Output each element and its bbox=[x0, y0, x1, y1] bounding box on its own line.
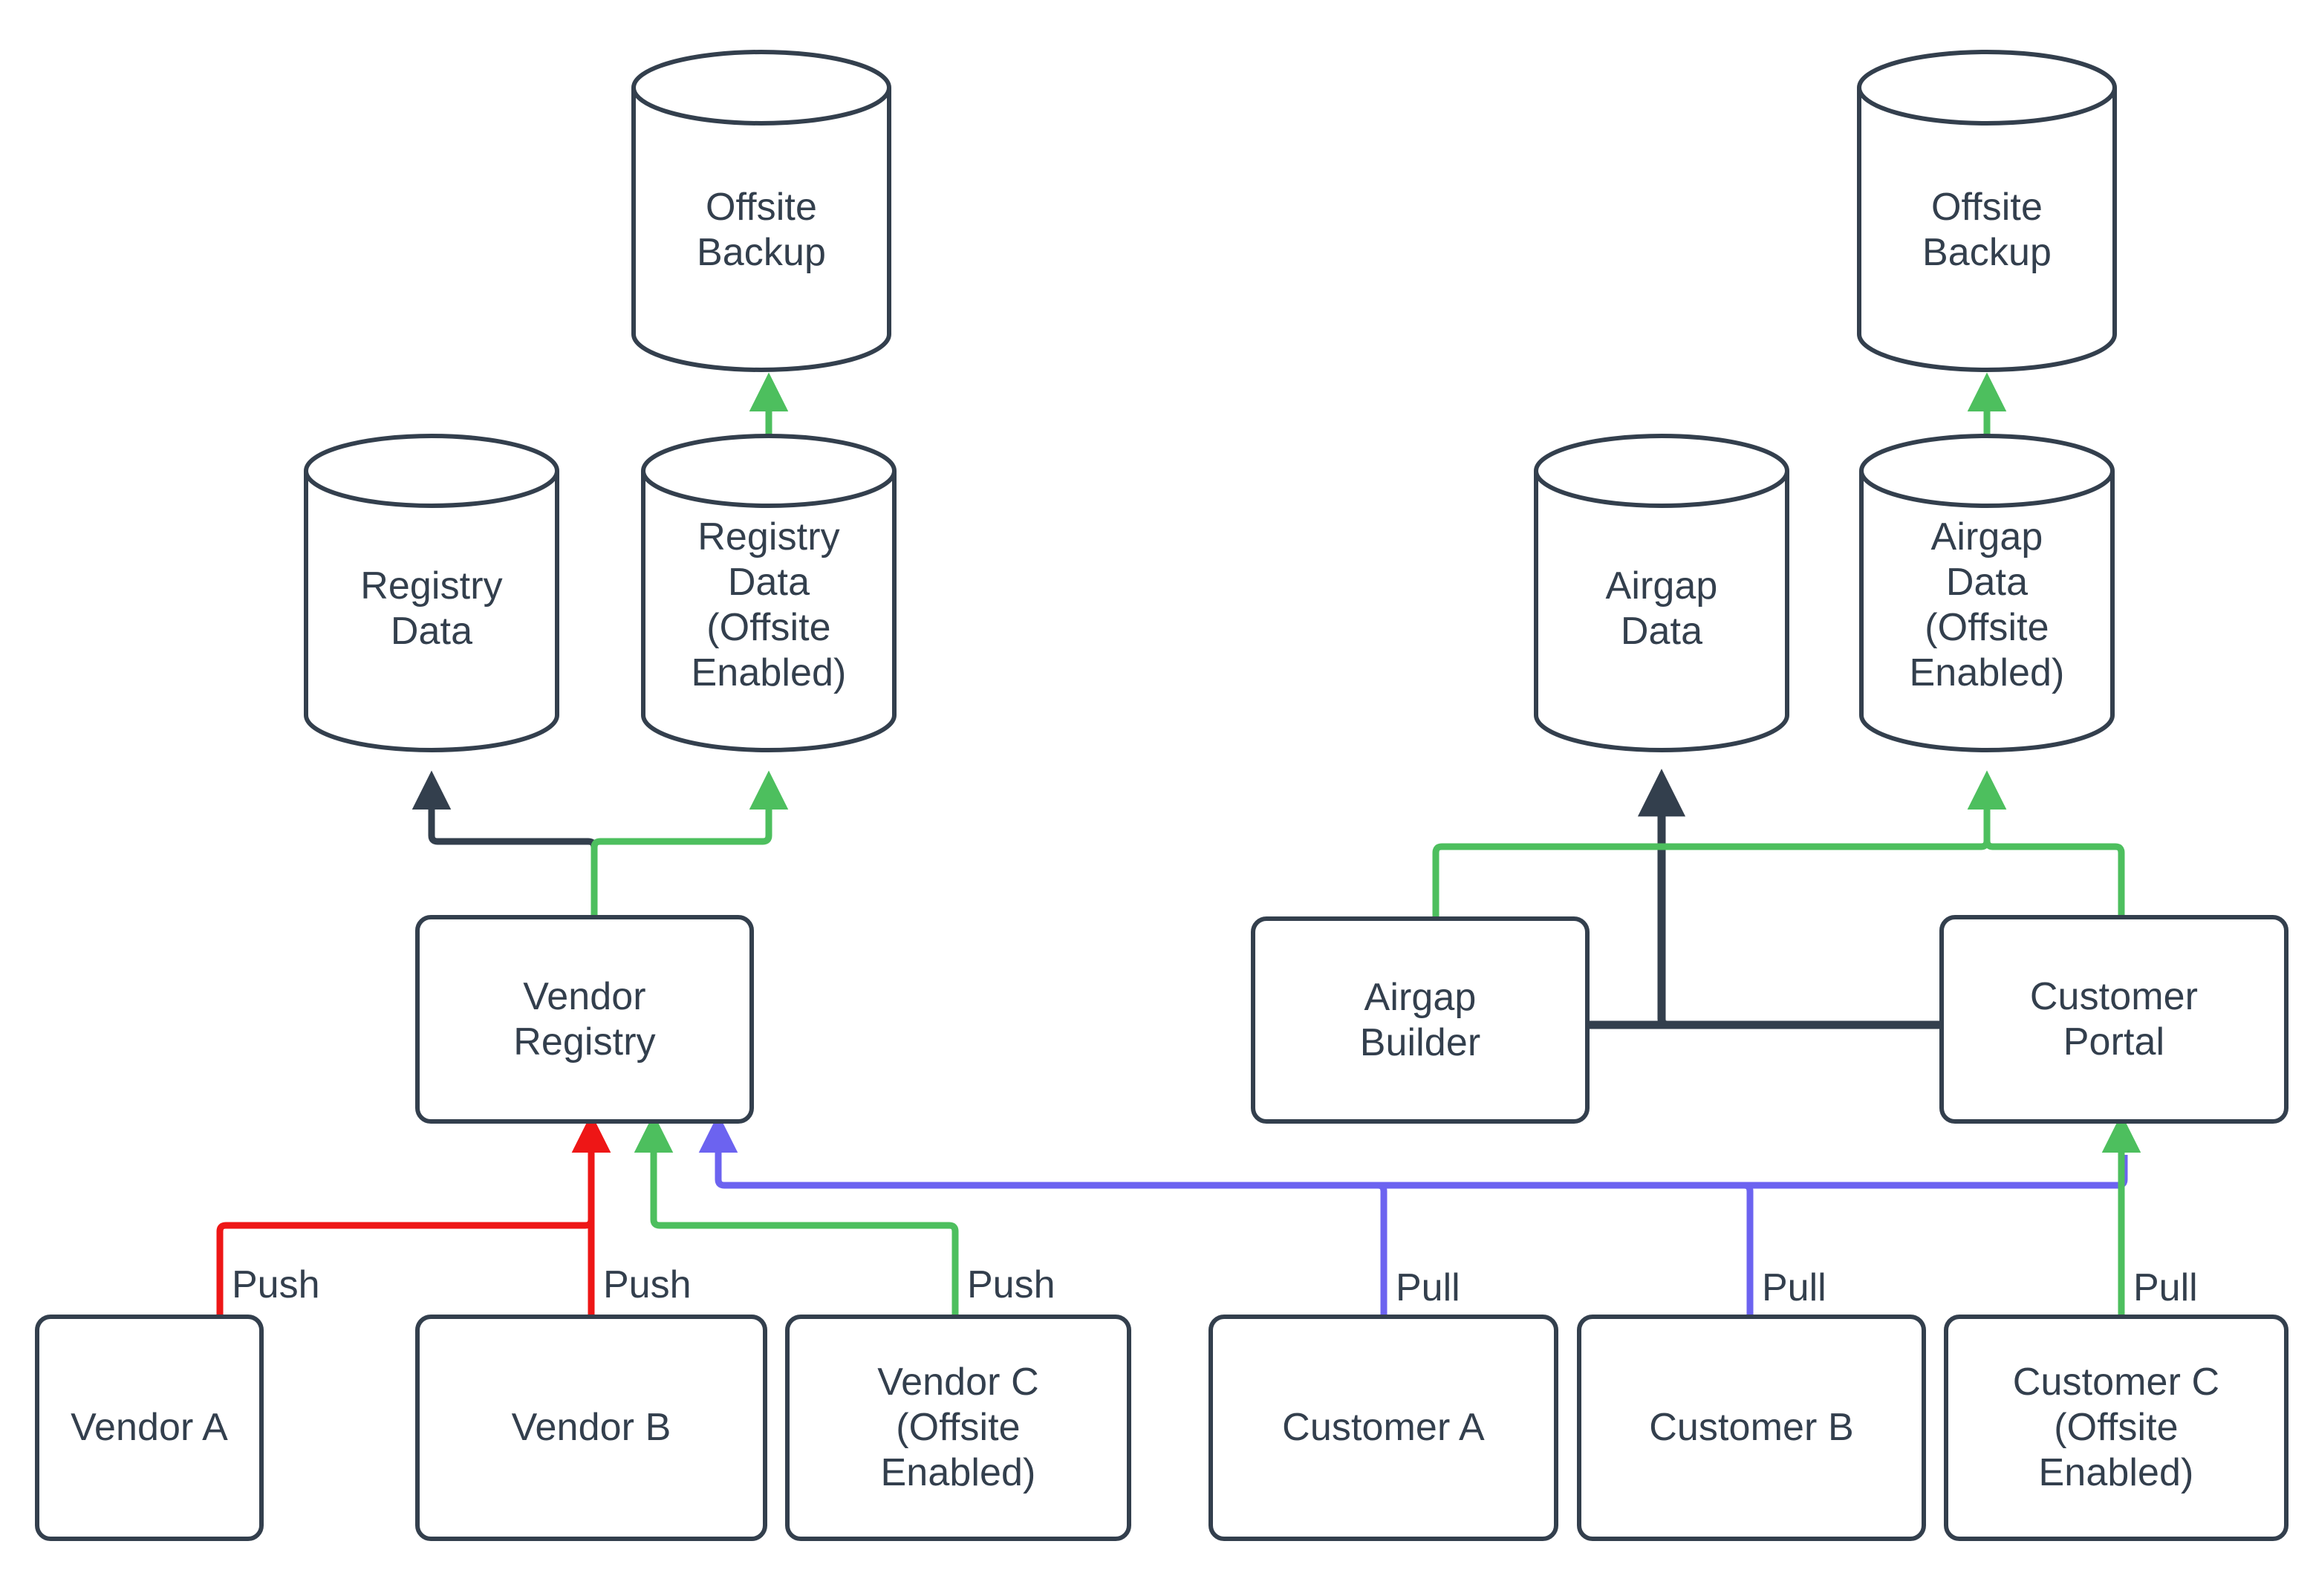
node-registry-data-offsite[interactable] bbox=[641, 434, 897, 752]
node-customer-a[interactable] bbox=[1208, 1315, 1558, 1541]
edge-label-pull-customer-a: Pull bbox=[1396, 1266, 1460, 1309]
node-offsite-backup-right[interactable] bbox=[1857, 50, 2117, 372]
node-vendor-a[interactable] bbox=[35, 1315, 264, 1541]
edge-label-push-vendor-a: Push bbox=[232, 1263, 320, 1306]
edge-vendorregistry-to-registrydata bbox=[411, 770, 598, 917]
node-airgap-data-offsite[interactable] bbox=[1859, 434, 2115, 752]
edge-customerb-to-vendorregistry bbox=[724, 1182, 1754, 1317]
node-customer-portal[interactable] bbox=[1939, 915, 2288, 1124]
edge-vendorregistry-to-registrydataoffsite bbox=[591, 770, 789, 917]
node-vendor-b[interactable] bbox=[415, 1315, 767, 1541]
edge-customerportal-to-vendorregistry bbox=[698, 1113, 2128, 1189]
edge-label-push-vendor-b: Push bbox=[603, 1263, 692, 1306]
node-vendor-c[interactable] bbox=[785, 1315, 1131, 1541]
node-airgap-data[interactable] bbox=[1534, 434, 1789, 752]
node-vendor-registry[interactable] bbox=[415, 915, 754, 1124]
edge-vendorc-to-vendorregistry bbox=[634, 1113, 959, 1317]
node-customer-c[interactable] bbox=[1944, 1315, 2288, 1541]
edge-label-push-vendor-c: Push bbox=[967, 1263, 1055, 1306]
node-offsite-backup-left[interactable] bbox=[631, 50, 891, 372]
node-customer-b[interactable] bbox=[1577, 1315, 1926, 1541]
node-registry-data[interactable] bbox=[304, 434, 559, 752]
edge-label-pull-customer-c: Pull bbox=[2133, 1266, 2198, 1309]
node-airgap-builder[interactable] bbox=[1251, 916, 1590, 1124]
edge-customerportal-to-airgapdataoffsite bbox=[1967, 770, 2125, 917]
edge-customerportal-to-airgapdata bbox=[1637, 769, 1942, 1029]
edge-airgapbuilder-to-airgapdataoffsite bbox=[1432, 770, 2007, 919]
edge-label-pull-customer-b: Pull bbox=[1762, 1266, 1826, 1309]
